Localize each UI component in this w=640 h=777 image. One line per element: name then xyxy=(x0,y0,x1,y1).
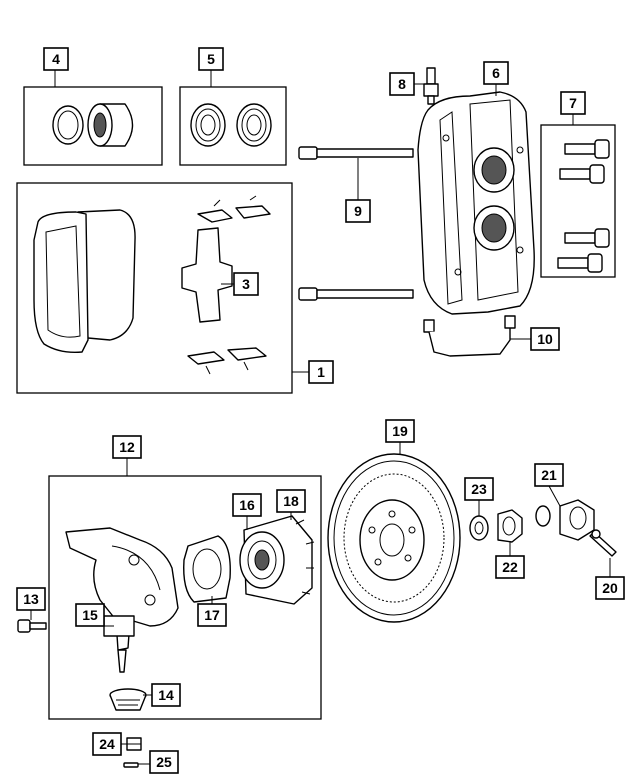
bolt-kit-frame xyxy=(540,124,616,278)
svg-text:22: 22 xyxy=(502,559,518,575)
svg-text:25: 25 xyxy=(156,754,172,770)
svg-text:24: 24 xyxy=(99,736,115,752)
caliper-bolt-4 xyxy=(557,253,603,273)
caliper-bolt-1 xyxy=(564,139,610,159)
callout-18: 18 xyxy=(276,489,306,513)
caliper-bolt-3 xyxy=(564,228,610,248)
knuckle-assembly-frame xyxy=(48,475,322,720)
svg-text:7: 7 xyxy=(569,95,577,111)
piston-boot-right xyxy=(236,103,272,147)
callout-9: 9 xyxy=(345,199,371,223)
svg-text:15: 15 xyxy=(82,607,98,623)
svg-text:12: 12 xyxy=(119,439,135,455)
svg-text:6: 6 xyxy=(492,65,500,81)
brake-hose xyxy=(423,315,516,357)
svg-text:13: 13 xyxy=(23,591,39,607)
seal-kit-frame xyxy=(179,86,287,166)
callout-17: 17 xyxy=(197,603,227,627)
callout-16: 16 xyxy=(232,493,262,517)
pad-spring xyxy=(181,227,233,323)
steering-knuckle xyxy=(65,527,179,673)
svg-text:20: 20 xyxy=(602,580,618,596)
bleeder-screw xyxy=(423,67,439,105)
svg-text:9: 9 xyxy=(354,203,362,219)
svg-text:8: 8 xyxy=(398,76,406,92)
svg-text:5: 5 xyxy=(207,51,215,67)
hub-bearing-assembly xyxy=(239,515,315,605)
small-screw xyxy=(123,762,139,768)
hub-nut xyxy=(497,509,523,543)
callout-4: 4 xyxy=(43,47,69,71)
clip-nut xyxy=(126,737,142,751)
pad-clip-bottom xyxy=(187,347,267,375)
callout-7: 7 xyxy=(560,91,586,115)
callout-8: 8 xyxy=(389,72,415,96)
brake-caliper-body xyxy=(417,91,535,315)
callout-20: 20 xyxy=(595,576,625,600)
callout-15: 15 xyxy=(75,603,105,627)
brake-rotor xyxy=(327,453,461,623)
callout-5: 5 xyxy=(198,47,224,71)
svg-text:3: 3 xyxy=(242,276,250,292)
callout-25: 25 xyxy=(149,750,179,774)
svg-text:17: 17 xyxy=(204,607,220,623)
callout-1: 1 xyxy=(308,360,334,384)
svg-text:18: 18 xyxy=(283,493,299,509)
retainer-ring xyxy=(535,505,551,527)
pad-pin-upper xyxy=(298,146,414,160)
piston-boot-left xyxy=(190,103,226,147)
svg-text:19: 19 xyxy=(392,423,408,439)
callout-12: 12 xyxy=(112,435,142,459)
svg-text:10: 10 xyxy=(537,331,553,347)
brake-pad-kit-frame xyxy=(16,182,293,394)
callout-3: 3 xyxy=(233,272,259,296)
caliper-piston xyxy=(87,103,134,147)
svg-text:4: 4 xyxy=(52,51,60,67)
hub-washer xyxy=(469,515,489,541)
svg-text:23: 23 xyxy=(471,481,487,497)
piston-seal-ring xyxy=(52,105,84,145)
brake-pad-outer xyxy=(33,211,89,354)
caliper-bolt-2 xyxy=(559,164,605,184)
pad-pin-lower xyxy=(298,287,414,301)
callout-24: 24 xyxy=(92,732,122,756)
callout-10: 10 xyxy=(530,327,560,351)
svg-text:21: 21 xyxy=(541,467,557,483)
callout-22: 22 xyxy=(495,555,525,579)
dust-cap xyxy=(109,688,147,711)
callout-13: 13 xyxy=(16,587,46,611)
callout-6: 6 xyxy=(483,61,509,85)
svg-text:14: 14 xyxy=(158,687,174,703)
cotter-pin xyxy=(589,529,617,557)
nut-lock xyxy=(559,499,595,541)
knuckle-bolt xyxy=(17,619,47,633)
callout-23: 23 xyxy=(464,477,494,501)
hub-gasket xyxy=(183,535,231,603)
piston-kit-frame xyxy=(23,86,163,166)
svg-text:16: 16 xyxy=(239,497,255,513)
callout-21: 21 xyxy=(534,463,564,487)
brake-pad-inner xyxy=(77,209,136,341)
callout-19: 19 xyxy=(385,419,415,443)
svg-text:1: 1 xyxy=(317,364,325,380)
pad-clip-top xyxy=(197,195,271,223)
leader-21 xyxy=(548,485,561,507)
callout-14: 14 xyxy=(151,683,181,707)
